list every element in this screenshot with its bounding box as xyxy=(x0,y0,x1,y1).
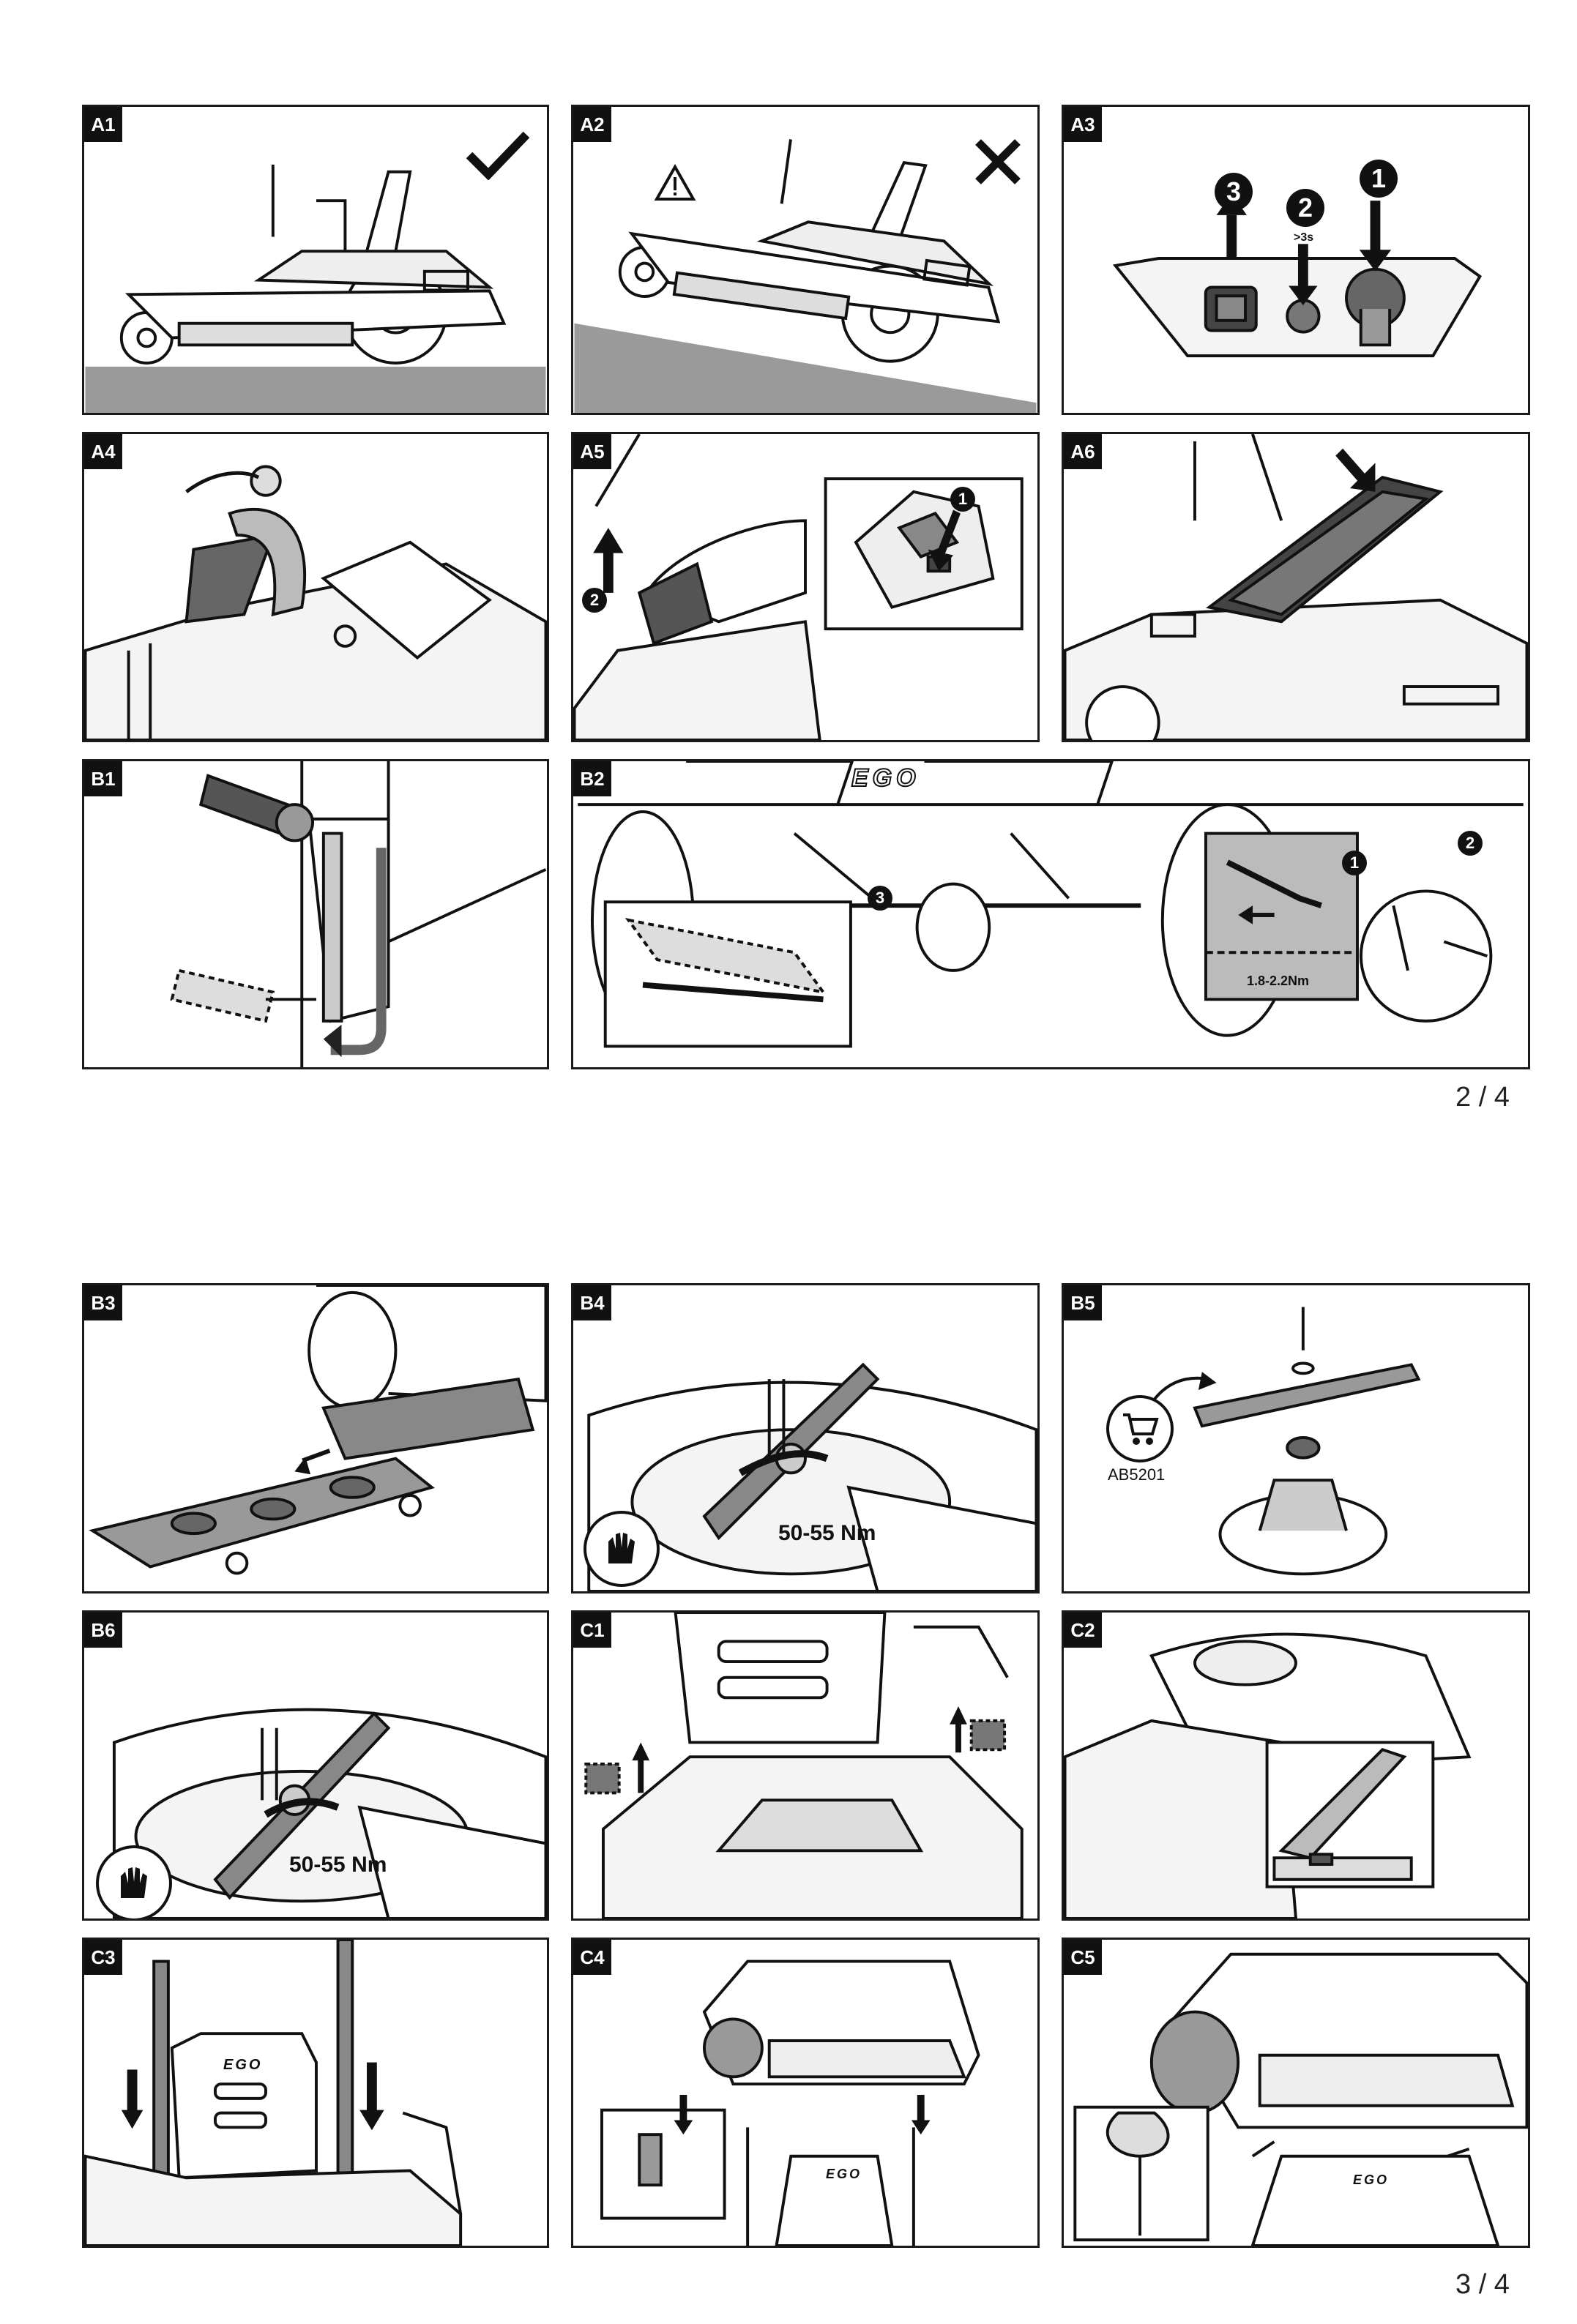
panel-tag: C5 xyxy=(1064,1940,1102,1975)
step-2-badge: 2 xyxy=(1286,189,1324,227)
mower-on-slope-illustration xyxy=(573,107,1037,413)
panel-a4: A4 xyxy=(82,432,549,742)
rollbar-install-illustration xyxy=(84,1940,547,2246)
torque-label: 50-55 Nm xyxy=(289,1853,387,1877)
control-panel-illustration xyxy=(1064,107,1528,413)
panel-tag: A2 xyxy=(573,107,611,142)
brand-logo: EGO xyxy=(223,2057,262,2074)
panel-a1: A1 xyxy=(82,105,549,415)
panel-b4: B4 50-55 Nm xyxy=(571,1283,1040,1593)
panel-tag: B5 xyxy=(1064,1285,1102,1320)
panel-tag: C3 xyxy=(84,1940,122,1975)
panel-tag: A1 xyxy=(84,107,122,142)
gloves-icon xyxy=(584,1511,660,1587)
panel-b2: B2 EGO 1 2 3 1.8-2.2Nm xyxy=(571,759,1530,1069)
step-2-badge: 2 xyxy=(582,588,607,613)
panel-tag: A6 xyxy=(1064,434,1102,469)
panel-a5: A5 2 1 xyxy=(571,432,1040,742)
panel-tag: B1 xyxy=(84,761,122,796)
battery-lid-close-illustration xyxy=(1064,434,1528,740)
panel-c5: C5 EGO xyxy=(1062,1938,1530,2248)
panel-a6: A6 xyxy=(1062,432,1530,742)
panel-c2: C2 xyxy=(1062,1610,1530,1921)
page-number: 3 / 4 xyxy=(1455,2269,1510,2301)
panel-b3: B3 xyxy=(82,1283,549,1593)
deck-linkage-illustration xyxy=(573,761,1528,1067)
panel-c4: C4 EGO xyxy=(571,1938,1040,2248)
panel-tag: A4 xyxy=(84,434,122,469)
panel-tag: C2 xyxy=(1064,1613,1102,1648)
deck-removal-illustration xyxy=(84,1285,547,1591)
sunshade-install-illustration xyxy=(573,1940,1037,2246)
panel-b5: B5 AB5201 xyxy=(1062,1283,1530,1593)
step-3-badge: 3 xyxy=(1215,173,1253,211)
storage-compartment-illustration xyxy=(1064,1613,1528,1918)
panel-tag: A3 xyxy=(1064,107,1102,142)
cross-icon xyxy=(972,136,1024,187)
hold-duration-label: >3s xyxy=(1294,231,1313,244)
battery-removal-illustration xyxy=(573,434,1037,740)
panel-tag: A5 xyxy=(573,434,611,469)
panel-tag: B6 xyxy=(84,1613,122,1648)
part-number-label: AB5201 xyxy=(1108,1465,1165,1484)
page-number: 2 / 4 xyxy=(1455,1082,1510,1113)
warning-triangle-icon xyxy=(654,164,696,202)
brand-logo: EGO xyxy=(1353,2172,1389,2188)
checkmark-icon xyxy=(465,129,531,180)
step-1-badge: 1 xyxy=(1342,851,1367,875)
panel-tag: B3 xyxy=(84,1285,122,1320)
panel-tag: C1 xyxy=(573,1613,611,1648)
panel-b1: B1 xyxy=(82,759,549,1069)
panel-c3: C3 EGO xyxy=(82,1938,549,2248)
sunshade-fasten-illustration xyxy=(1064,1940,1528,2246)
step-1-badge: 1 xyxy=(1360,160,1398,198)
step-2-badge: 2 xyxy=(1458,831,1483,856)
gloves-icon xyxy=(96,1845,172,1921)
panel-tag: B4 xyxy=(573,1285,611,1320)
seat-release-illustration xyxy=(84,434,547,740)
step-3-badge: 3 xyxy=(868,886,892,911)
panel-b6: B6 50-55 Nm xyxy=(82,1610,549,1921)
brand-logo: EGO xyxy=(851,764,920,793)
panel-tag: C4 xyxy=(573,1940,611,1975)
step-1-badge: 1 xyxy=(950,487,975,512)
seat-fasteners-illustration xyxy=(573,1613,1037,1918)
panel-a2: A2 xyxy=(571,105,1040,415)
brand-logo: EGO xyxy=(826,2167,862,2182)
panel-c1: C1 xyxy=(571,1610,1040,1921)
torque-label: 50-55 Nm xyxy=(778,1521,876,1546)
shopping-cart-icon xyxy=(1106,1395,1174,1462)
panel-tag: B2 xyxy=(573,761,611,796)
lift-lever-illustration xyxy=(84,761,547,1067)
torque-label: 1.8-2.2Nm xyxy=(1247,974,1309,989)
panel-a3: A3 3 2 1 >3s xyxy=(1062,105,1530,415)
